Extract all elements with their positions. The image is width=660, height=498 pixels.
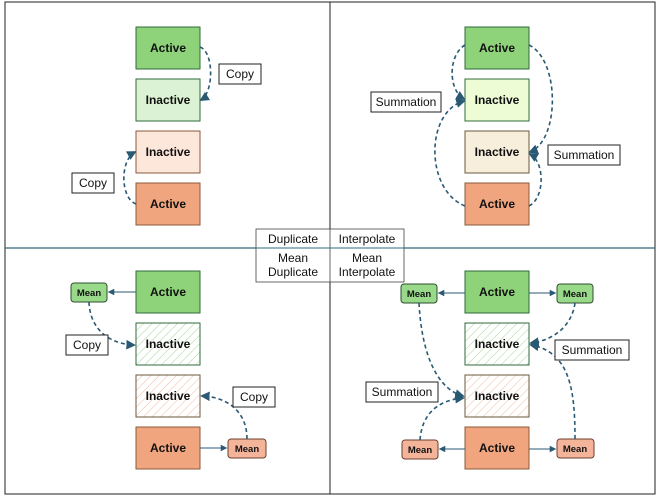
table-mean-duplicate-line2: Duplicate: [268, 265, 318, 279]
q3-copy-arrow-mean-to-inactive-bottom: [200, 391, 248, 440]
q3-inactive-hatched-green-block: [135, 322, 201, 366]
q1-inactive-peach-label: Inactive: [146, 145, 191, 159]
q4-mean-node-orange-right: [556, 438, 595, 459]
q2-inactive-lime-block: [464, 78, 530, 122]
q1-active-bottom-block: [135, 182, 201, 226]
quadrant-interpolate: Active Inactive Inactive Active Summatio…: [370, 26, 621, 226]
q1-copy-arrow-down: [199, 46, 212, 102]
q1-inactive-peach-block: [135, 130, 201, 174]
q2-sum-arrow-top-to-beige: [528, 44, 554, 154]
q4-inactive-hatched-beige-label: Inactive: [475, 389, 520, 403]
q3-active-top-block: [135, 270, 201, 314]
q1-inactive-green-label: Inactive: [146, 93, 191, 107]
q4-mean-node-green-right-label: Mean: [563, 289, 587, 300]
q4-summation-label-box-right: [554, 339, 630, 361]
q4-active-bottom-block: [464, 426, 530, 470]
q4-sum-arrow-orange-left-to-lower-inactive: [419, 393, 465, 441]
quadrant-mean-duplicate: Active Inactive Inactive Active Mean Mea…: [65, 270, 276, 470]
q2-sum-arrow-bottom-to-beige: [528, 153, 542, 207]
q2-summation-label-right: Summation: [554, 148, 615, 162]
table-duplicate: Duplicate: [268, 232, 318, 246]
q2-summation-label-left: Summation: [376, 95, 437, 109]
q4-inactive-hatched-green-block: [464, 322, 530, 366]
q2-active-top-label: Active: [479, 41, 515, 55]
q4-summation-label-box-left: [365, 381, 439, 403]
q3-inactive-hatched-green-label: Inactive: [146, 337, 191, 351]
q2-active-top-block: [464, 26, 530, 70]
q2-inactive-lime-label: Inactive: [475, 93, 520, 107]
q4-summation-label-right: Summation: [562, 343, 623, 357]
q3-copy-label-left: Copy: [73, 338, 101, 352]
q3-copy-label-box-right: [232, 386, 276, 408]
q2-active-bottom-label: Active: [479, 197, 515, 211]
q3-copy-arrow-mean-to-inactive-top: [88, 301, 136, 350]
q1-copy-label-top: Copy: [226, 67, 254, 81]
q1-active-top-label: Active: [150, 41, 186, 55]
q3-inactive-hatched-orange-label: Inactive: [146, 389, 191, 403]
q4-active-top-block: [464, 270, 530, 314]
q2-inactive-beige-label: Inactive: [475, 145, 520, 159]
q3-active-top-label: Active: [150, 285, 186, 299]
q2-sum-arrow-bottom-to-lime: [434, 98, 466, 207]
q4-sum-arrow-green-left-to-lower-inactive: [418, 302, 465, 399]
q4-inactive-hatched-green-label: Inactive: [475, 337, 520, 351]
q3-copy-label-right: Copy: [240, 390, 268, 404]
q4-active-bottom-label: Active: [479, 441, 515, 455]
quadrant-mean-interpolate: Active Inactive Inactive Active Mean Mea…: [365, 270, 630, 470]
quadrant-duplicate: Active Inactive Inactive Active Copy Cop…: [71, 26, 262, 226]
q3-active-bottom-block: [135, 426, 201, 470]
q1-copy-label-box-bottom: [71, 172, 115, 194]
q3-active-bottom-label: Active: [150, 441, 186, 455]
q1-active-top-block: [135, 26, 201, 70]
q3-mean-node-green-label: Mean: [77, 288, 101, 299]
q1-copy-label-bottom: Copy: [79, 176, 107, 190]
q2-sum-arrow-top-to-lime: [451, 44, 466, 100]
table-interpolate: Interpolate: [339, 232, 396, 246]
q4-inactive-hatched-beige-block: [464, 374, 530, 418]
q4-mean-node-green-left-label: Mean: [407, 289, 431, 300]
q4-mean-node-orange-left-label: Mean: [408, 445, 432, 456]
q3-mean-node-orange-label: Mean: [235, 444, 259, 455]
q1-active-bottom-label: Active: [150, 197, 186, 211]
q1-copy-label-box-top: [218, 63, 262, 85]
table-mean-duplicate-line1: Mean: [278, 251, 308, 265]
q4-active-top-label: Active: [479, 285, 515, 299]
q4-summation-label-left: Summation: [372, 385, 433, 399]
q2-active-bottom-block: [464, 182, 530, 226]
q2-summation-label-box-right: [547, 144, 621, 166]
q1-copy-arrow-up: [123, 151, 137, 205]
q3-copy-label-box-left: [65, 334, 109, 356]
q3-inactive-hatched-orange-block: [135, 374, 201, 418]
q4-sum-arrow-orange-right-to-upper-inactive: [529, 341, 576, 440]
q4-mean-node-orange-right-label: Mean: [563, 444, 587, 455]
q4-sum-arrow-green-right-to-upper-inactive: [529, 302, 576, 347]
table-mean-interpolate-line2: Interpolate: [339, 265, 396, 279]
table-mean-interpolate-line1: Mean: [352, 251, 382, 265]
q2-summation-label-box-left: [370, 91, 442, 113]
method-table: Duplicate Interpolate Mean Duplicate Mea…: [255, 228, 405, 283]
